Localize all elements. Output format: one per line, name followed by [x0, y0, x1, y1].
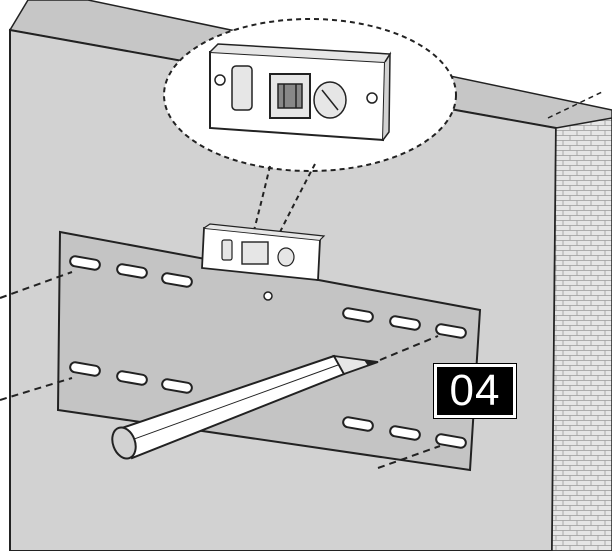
- template-slots: [69, 255, 467, 449]
- pencil-icon: [111, 354, 379, 460]
- mounting-template-icon: [56, 230, 482, 472]
- spirit-level-zoomed-icon: [209, 43, 392, 142]
- wall-edge-icon: [551, 117, 612, 551]
- drill-guide-lines: [0, 271, 441, 469]
- spirit-level-icon: [201, 223, 326, 281]
- template-center-hole: [263, 291, 273, 301]
- step-number-badge: 04: [433, 363, 517, 419]
